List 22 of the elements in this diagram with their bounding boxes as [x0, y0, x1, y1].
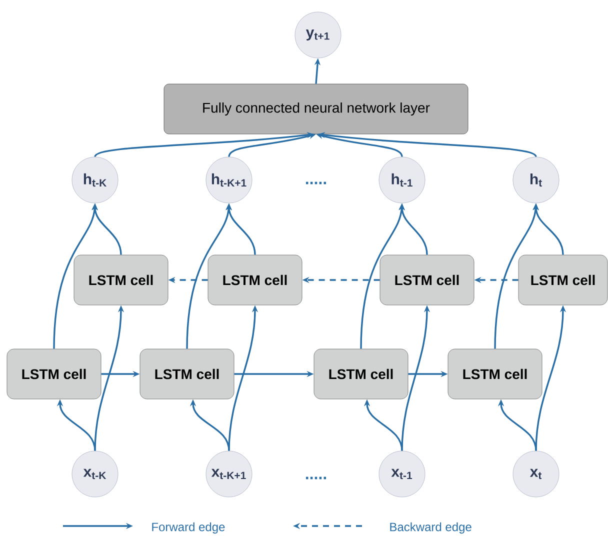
layer-box: Fully connected neural network layer: [164, 84, 468, 134]
cell-box: LSTM cell: [140, 348, 234, 400]
cell-box: LSTM cell: [518, 254, 608, 306]
cell-box: LSTM cell: [74, 254, 168, 306]
circle-node: x$_{t}$: [512, 450, 560, 498]
circle-node: x$_{t-1}$: [378, 450, 426, 498]
cell-box: LSTM cell: [314, 348, 408, 400]
legend-label: Backward edge: [390, 522, 472, 534]
cell-box: LSTM cell: [380, 254, 474, 306]
circle-node: h$_{t-1}$: [378, 156, 426, 204]
circle-node: h$_{t-K}$: [72, 156, 118, 204]
circle-node: x$_{t-K+1}$: [206, 450, 252, 498]
legend-label: Forward edge: [152, 522, 225, 534]
circle-node: h$_{t-K+1}$: [206, 156, 252, 204]
cell-box: LSTM cell: [6, 348, 102, 400]
cell-box: LSTM cell: [448, 348, 542, 400]
ellipsis: .....: [306, 182, 326, 184]
circle-node: y$_{t+1}$: [294, 12, 342, 58]
ellipsis: .....: [306, 476, 326, 480]
circle-node: x$_{t-K}$: [72, 450, 118, 498]
cell-box: LSTM cell: [208, 254, 302, 306]
circle-node: h$_{t}$: [512, 156, 560, 204]
